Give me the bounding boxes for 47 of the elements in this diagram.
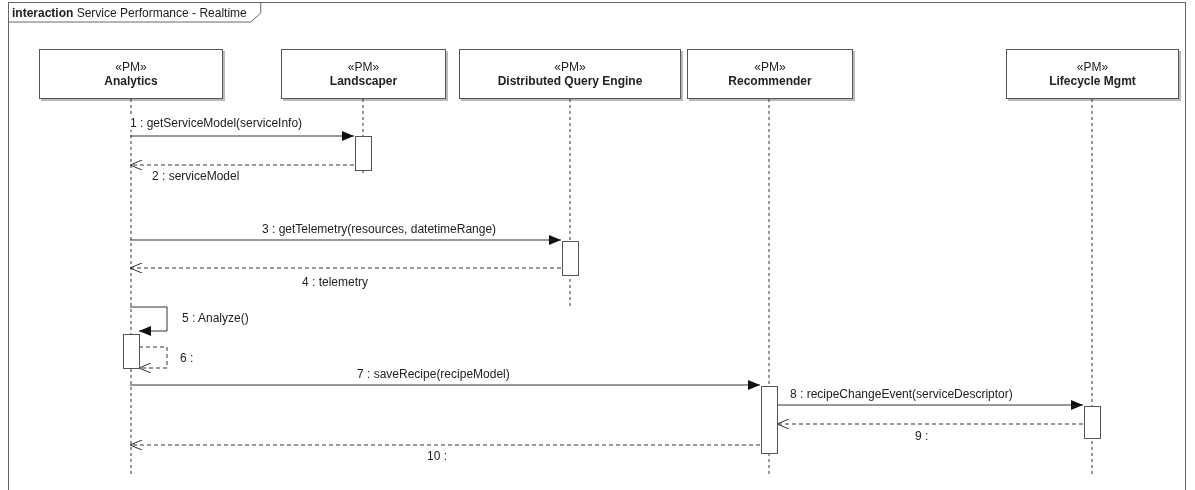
message-label: 10 :	[426, 450, 448, 463]
message-arrow	[129, 235, 562, 245]
stereotype-label: «PM»	[553, 60, 587, 74]
activation-bar	[123, 334, 140, 369]
activation-bar	[761, 386, 778, 454]
lifeline-header	[1006, 49, 1179, 99]
return-message-arrow	[129, 159, 355, 171]
message-arrow	[129, 306, 168, 336]
lifeline	[561, 99, 579, 306]
message-label: 5 : Analyze()	[181, 312, 250, 325]
message-arrow	[129, 131, 355, 141]
lifeline-header	[39, 49, 223, 99]
lifeline-header	[281, 49, 446, 99]
lifeline-name: Landscaper	[328, 74, 399, 88]
return-message-arrow	[138, 346, 168, 374]
lifeline	[354, 99, 372, 173]
message-arrow	[129, 380, 761, 390]
frame-title: interaction Service Performance - Realtime	[12, 6, 247, 20]
stereotype-label: «PM»	[1075, 60, 1110, 74]
stereotype-label: «PM»	[753, 60, 787, 74]
interaction-frame	[8, 2, 1186, 490]
message-arrow	[776, 400, 1084, 410]
lifeline	[1083, 99, 1101, 476]
return-message-arrow	[129, 439, 761, 451]
message-label: 6 :	[179, 352, 195, 365]
lifeline-header	[687, 49, 853, 99]
message-label: 8 : recipeChangeEvent(serviceDescriptor)	[789, 388, 1014, 401]
lifeline-name: Distributed Query Engine	[496, 74, 644, 88]
stereotype-label: «PM»	[114, 60, 148, 74]
return-message-arrow	[776, 418, 1084, 430]
lifeline	[122, 99, 140, 476]
message-label: 7 : saveRecipe(recipeModel)	[356, 368, 511, 381]
stereotype-label: «PM»	[346, 60, 381, 74]
message-label: 1 : getServiceModel(serviceInfo)	[129, 117, 304, 130]
message-label: 2 : serviceModel	[151, 170, 241, 183]
lifeline-name: Analytics	[103, 74, 159, 88]
activation-bar	[562, 241, 579, 276]
activation-bar	[355, 136, 372, 171]
lifeline	[760, 99, 778, 476]
lifeline-name: Recommender	[727, 74, 813, 88]
lifeline-name: Lifecycle Mgmt	[1048, 74, 1137, 88]
message-label: 9 :	[914, 430, 930, 443]
lifeline-header	[459, 49, 681, 99]
message-label: 3 : getTelemetry(resources, datetimeRange)	[261, 223, 498, 236]
activation-bar	[1084, 406, 1101, 439]
return-message-arrow	[129, 262, 562, 274]
message-label: 4 : telemetry	[301, 276, 370, 289]
